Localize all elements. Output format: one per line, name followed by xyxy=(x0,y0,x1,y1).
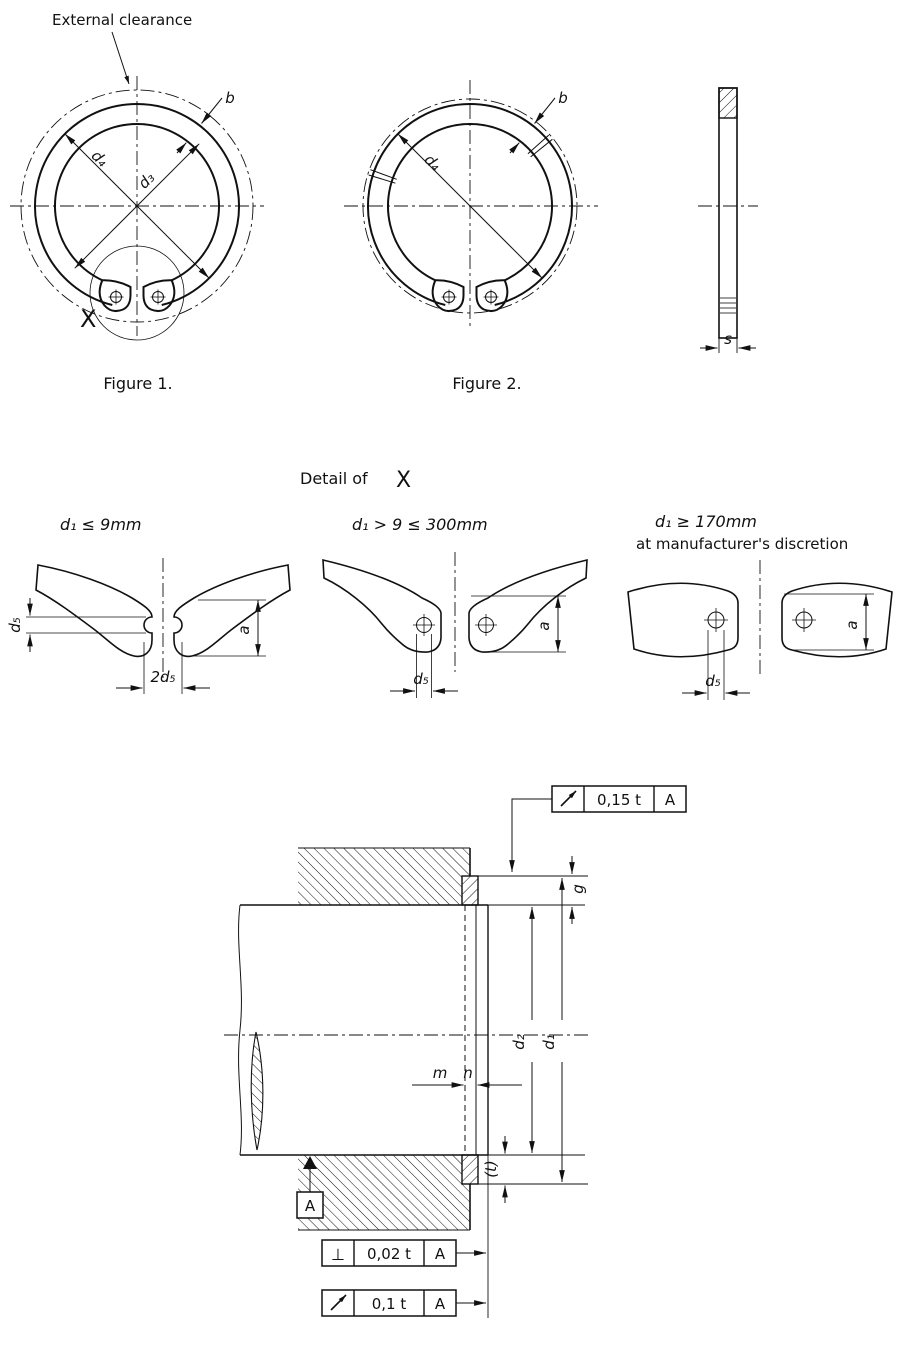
detail-variant-3: d₁ ≥ 170mm at manufacturer's discretion … xyxy=(627,512,893,700)
housing-section-top xyxy=(298,848,470,905)
ring-segment-left xyxy=(627,582,739,658)
figure-2-caption: Figure 2. xyxy=(452,374,521,393)
ring-side-view: s xyxy=(698,87,758,353)
detail-x-marker: X xyxy=(80,305,96,333)
a-label: a xyxy=(843,620,861,629)
variant-1-label: d₁ ≤ 9mm xyxy=(60,515,142,534)
d5-label: d₅ xyxy=(705,672,721,690)
ring-inner-edge xyxy=(54,123,220,282)
variant-2-label: d₁ > 9 ≤ 300mm xyxy=(352,515,488,534)
detail-title-ref: X xyxy=(396,468,411,493)
d5-label: d₅ xyxy=(413,670,429,688)
t-label: (t) xyxy=(482,1160,500,1178)
fcf-leader xyxy=(509,798,552,872)
external-clearance-leader xyxy=(111,31,130,85)
variant-3-subnote: at manufacturer's discretion xyxy=(636,535,848,553)
fcf-value: 0,1 t xyxy=(372,1295,407,1313)
s-thickness-label: s xyxy=(724,330,732,348)
lug-end-right xyxy=(468,558,588,653)
d4-dimension-line xyxy=(397,133,543,279)
lug-end-left xyxy=(322,558,442,653)
figure-1: d₄ d₃ b External clearance X Figure 1. xyxy=(10,11,264,393)
d1-label: d₁ xyxy=(540,1034,558,1050)
perpendicularity-icon: ⊥ xyxy=(331,1245,345,1264)
ring-lug-right xyxy=(142,279,176,313)
b-label-fig2: b xyxy=(558,89,568,107)
fcf-perpendicularity: ⊥ 0,02 t A xyxy=(321,1239,486,1267)
a-label: a xyxy=(235,625,253,634)
detail-variant-1: d₁ ≤ 9mm d₅ 2d₅ a xyxy=(6,515,291,694)
installation-drawing: g d₂ d₁ m n (t) A 0,15 t A ⊥ 0,02 t A xyxy=(224,785,687,1318)
ring-lug-right xyxy=(475,279,509,313)
fcf-value: 0,15 t xyxy=(597,791,641,809)
datum-triangle xyxy=(303,1156,317,1169)
fcf-runout-top: 0,15 t A xyxy=(509,785,687,872)
ring-section-hatch xyxy=(718,87,738,119)
d4-label: d₄ xyxy=(88,147,112,171)
detail-variant-2: d₁ > 9 ≤ 300mm d₅ a xyxy=(322,515,588,698)
d2-label: d₂ xyxy=(510,1034,528,1050)
ring-section-bottom xyxy=(461,1154,479,1185)
ring-segment-right xyxy=(781,582,893,658)
detail-title: Detail of xyxy=(300,469,368,488)
fcf-datum: A xyxy=(435,1295,446,1313)
ring-outer-edge xyxy=(367,103,573,306)
ring-outer-edge xyxy=(34,103,240,306)
circular-runout-icon xyxy=(330,1294,347,1311)
ring-lug-left xyxy=(98,279,132,313)
two-d5-label: 2d₅ xyxy=(150,668,175,686)
g-label: g xyxy=(569,884,587,894)
figure-2: d₄ b Figure 2. xyxy=(344,80,598,393)
fcf-value: 0,02 t xyxy=(367,1245,411,1263)
ring-section-outline xyxy=(718,87,738,339)
d3-dimension-line xyxy=(74,143,200,269)
lug-end-right xyxy=(173,564,291,658)
a-label: a xyxy=(535,621,553,630)
fcf-runout-bottom: 0,1 t A xyxy=(321,1289,486,1317)
d4-label: d₄ xyxy=(421,151,445,175)
break-line xyxy=(238,904,242,1156)
d5-label: d₅ xyxy=(6,617,24,633)
m-label: m xyxy=(433,1064,448,1082)
datum-box xyxy=(296,1191,324,1219)
housing-section-bottom xyxy=(298,1155,470,1230)
lug-end-left xyxy=(35,564,153,658)
datum-label: A xyxy=(305,1197,316,1215)
external-clearance-label: External clearance xyxy=(52,11,192,29)
detail-section: Detail of X d₁ ≤ 9mm d₅ 2d₅ a d₁ > 9 ≤ 3… xyxy=(6,468,893,700)
ring-lug-left xyxy=(431,279,465,313)
broken-out-section xyxy=(250,1031,264,1151)
variant-3-label: d₁ ≥ 170mm xyxy=(655,512,757,531)
n-label: n xyxy=(463,1064,473,1082)
figure-1-caption: Figure 1. xyxy=(103,374,172,393)
b-label-fig1: b xyxy=(225,89,235,107)
fcf-datum: A xyxy=(435,1245,446,1263)
circular-runout-icon xyxy=(560,790,577,807)
fcf-datum: A xyxy=(665,791,676,809)
ring-section-top xyxy=(461,875,479,906)
ring-inner-edge xyxy=(387,123,553,282)
